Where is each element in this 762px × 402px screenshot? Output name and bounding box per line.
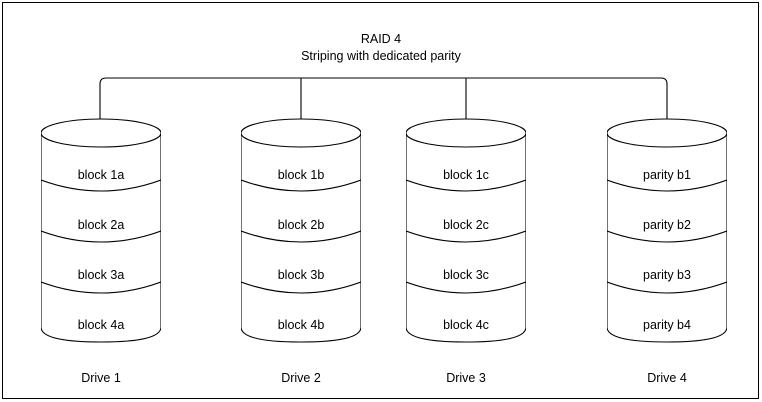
drive-1-divider-3	[41, 281, 161, 294]
drive-2-body	[241, 132, 361, 343]
drive-2-divider-1	[241, 179, 361, 192]
drive-3-caption: Drive 3	[446, 371, 486, 385]
drive-4-body	[607, 132, 727, 343]
drive-4-parity-1-label: parity b1	[643, 168, 691, 182]
drive-4-parity-2-label: parity b2	[643, 218, 691, 232]
drive-1-block-4-label: block 4a	[77, 318, 125, 332]
drive-3-divider-2	[406, 230, 526, 243]
drive-1-divider-2	[41, 230, 161, 243]
drive-cylinder-4[interactable]: parity b1 parity b2 parity b3 parity b4	[607, 118, 727, 358]
drive-4-caption: Drive 4	[647, 371, 687, 385]
drive-2-block-4-label: block 4b	[277, 318, 325, 332]
drive-2-block-2-label: block 2b	[277, 218, 325, 232]
drive-4-divider-3	[607, 281, 727, 294]
drive-4-shape	[607, 118, 727, 343]
drive-3-block-3-label: block 3c	[443, 268, 489, 282]
drive-1-caption: Drive 1	[81, 371, 121, 385]
drive-cylinder-1[interactable]: block 1a block 2a block 3a block 4a	[41, 118, 161, 358]
drive-3-block-1-label: block 1c	[443, 168, 489, 182]
drive-4-top-platter	[607, 118, 727, 148]
drive-3-block-4-label: block 4c	[443, 318, 489, 332]
drive-2-divider-2	[241, 230, 361, 243]
drive-1-shape	[41, 118, 161, 343]
page-title: RAID 4	[360, 32, 402, 46]
drive-1-block-1-label: block 1a	[77, 168, 125, 182]
drive-1-body	[41, 132, 161, 343]
drive-3-top-platter	[406, 118, 526, 148]
drive-2-shape	[241, 118, 361, 343]
drive-2-caption: Drive 2	[281, 371, 321, 385]
drive-2-top-platter	[241, 118, 361, 148]
drive-2-divider-3	[241, 281, 361, 294]
drive-cylinder-3[interactable]: block 1c block 2c block 3c block 4c	[406, 118, 526, 358]
drive-4-parity-3-label: parity b3	[643, 268, 691, 282]
drive-3-divider-3	[406, 281, 526, 294]
drive-2-block-1-label: block 1b	[277, 168, 325, 182]
drive-3-block-2-label: block 2c	[443, 218, 489, 232]
drive-3-shape	[406, 118, 526, 343]
drive-3-body	[406, 132, 526, 343]
drive-4-divider-2	[607, 230, 727, 243]
drive-3-divider-1	[406, 179, 526, 192]
diagram-title-block: RAID 4 Striping with dedicated parity	[0, 31, 762, 65]
drive-1-top-platter	[41, 118, 161, 148]
drive-cylinder-2[interactable]: block 1b block 2b block 3b block 4b	[241, 118, 361, 358]
drive-1-block-2-label: block 2a	[77, 218, 125, 232]
drive-1-block-3-label: block 3a	[77, 268, 125, 282]
page-subtitle: Striping with dedicated parity	[301, 49, 461, 63]
drive-1-divider-1	[41, 179, 161, 192]
drive-4-divider-1	[607, 179, 727, 192]
drive-4-parity-4-label: parity b4	[643, 318, 691, 332]
drive-2-block-3-label: block 3b	[277, 268, 325, 282]
